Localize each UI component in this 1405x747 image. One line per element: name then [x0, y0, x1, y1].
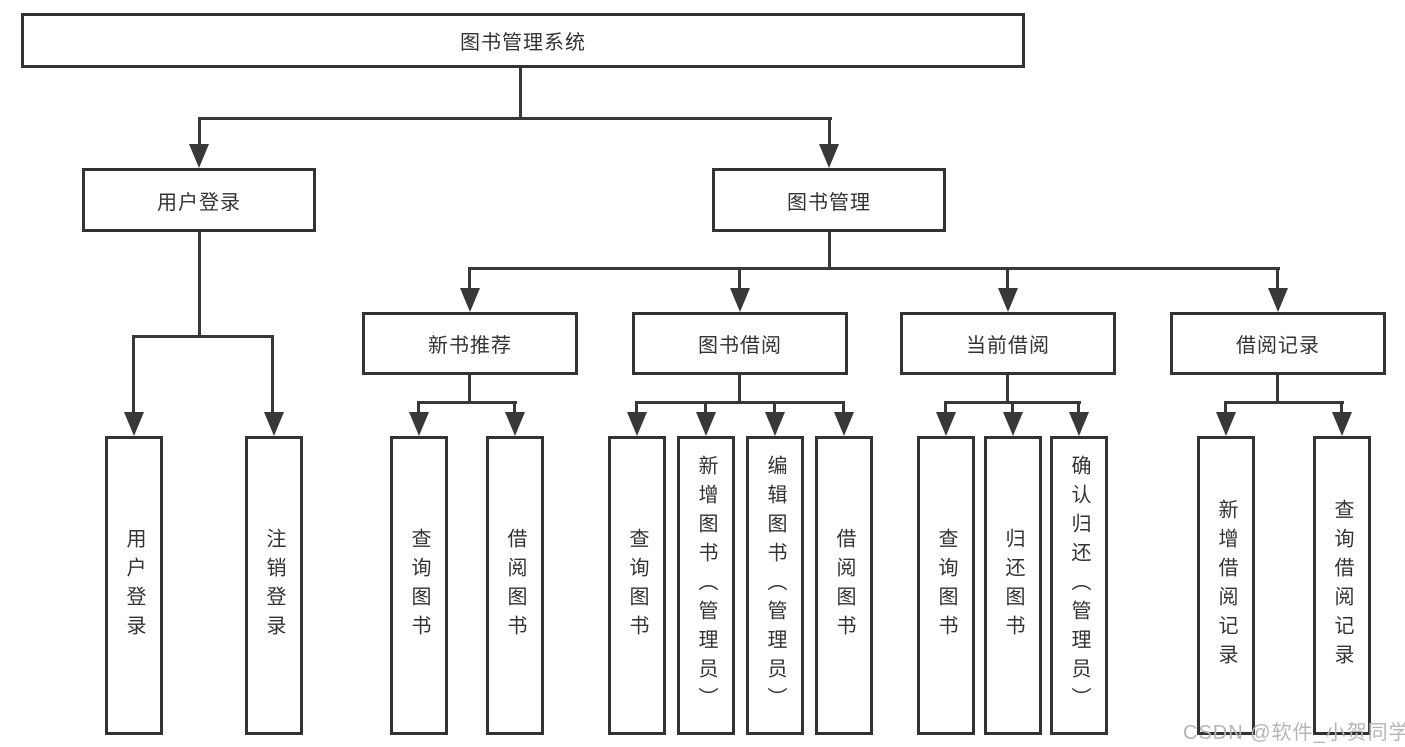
connector-borrowing-trunk	[738, 375, 741, 404]
connector-borrowing-stub-2	[704, 401, 707, 414]
connector-current-stub-2	[1011, 401, 1014, 414]
connector-records-bar	[1224, 401, 1344, 404]
connector-bookmgmt-stub-4	[1276, 267, 1279, 290]
arrowhead-current-borrowing	[998, 288, 1018, 312]
leaf-add-book-admin: 新增图书（管理员）	[677, 436, 735, 735]
connector-root-bar	[198, 117, 832, 120]
arrowhead-borrowing-borrow	[834, 412, 854, 436]
arrowhead-new-book-recommend	[460, 288, 480, 312]
connector-recommend-trunk	[468, 375, 471, 404]
arrowhead-leaf-user-login	[124, 412, 144, 436]
arrowhead-user-login	[189, 144, 209, 168]
connector-records-trunk	[1276, 375, 1279, 404]
node-user-login: 用户登录	[82, 168, 316, 232]
connector-current-stub-3	[1077, 401, 1080, 414]
connector-userlogin-trunk	[198, 232, 201, 337]
arrowhead-recommend-borrow	[505, 412, 525, 436]
node-current-borrowing: 当前借阅	[900, 312, 1116, 375]
arrowhead-leaf-logout	[264, 412, 284, 436]
connector-borrowing-stub-4	[842, 401, 845, 414]
connector-borrowing-stub-3	[773, 401, 776, 414]
arrowhead-current-return	[1003, 412, 1023, 436]
leaf-logout: 注销登录	[245, 436, 303, 735]
arrowhead-recommend-query	[409, 412, 429, 436]
node-root: 图书管理系统	[21, 13, 1025, 68]
connector-userlogin-stub-1	[132, 335, 135, 414]
node-book-borrowing: 图书借阅	[632, 312, 848, 375]
node-new-book-recommend: 新书推荐	[362, 312, 578, 375]
arrowhead-book-management	[819, 144, 839, 168]
leaf-edit-book-admin: 编辑图书（管理员）	[746, 436, 804, 735]
leaf-add-borrow-record: 新增借阅记录	[1197, 436, 1255, 735]
connector-recommend-stub-2	[513, 401, 516, 414]
connector-bookmgmt-bar	[468, 267, 1280, 270]
arrowhead-borrowing-add	[696, 412, 716, 436]
node-borrowing-records: 借阅记录	[1170, 312, 1386, 375]
watermark: CSDN @软件_小贺同学	[1183, 722, 1405, 744]
connector-recommend-bar	[417, 401, 517, 404]
leaf-borrow-books-recommend: 借阅图书	[486, 436, 544, 735]
connector-root-stub-right	[828, 117, 831, 146]
connector-borrowing-stub-1	[635, 401, 638, 414]
arrowhead-book-borrowing	[730, 288, 750, 312]
leaf-user-login: 用户登录	[105, 436, 163, 735]
connector-current-trunk	[1006, 375, 1009, 404]
leaf-query-books-borrowing: 查询图书	[608, 436, 666, 735]
leaf-return-book: 归还图书	[984, 436, 1042, 735]
connector-userlogin-bar	[132, 335, 274, 338]
arrowhead-borrowing-edit	[765, 412, 785, 436]
arrowhead-records-query	[1332, 412, 1352, 436]
connector-root-stub-left	[198, 117, 201, 146]
connector-bookmgmt-stub-3	[1006, 267, 1009, 290]
connector-userlogin-stub-2	[271, 335, 274, 414]
connector-bookmgmt-trunk	[828, 232, 831, 270]
leaf-borrow-books-borrowing: 借阅图书	[815, 436, 873, 735]
connector-bookmgmt-stub-2	[738, 267, 741, 290]
leaf-query-borrow-record: 查询借阅记录	[1313, 436, 1371, 735]
arrowhead-current-confirm	[1069, 412, 1089, 436]
connector-borrowing-bar	[635, 401, 845, 404]
connector-root-trunk	[519, 68, 522, 120]
arrowhead-borrowing-records	[1268, 288, 1288, 312]
connector-recommend-stub-1	[417, 401, 420, 414]
connector-records-stub-1	[1224, 401, 1227, 414]
connector-current-stub-1	[944, 401, 947, 414]
node-book-management: 图书管理	[712, 168, 946, 232]
arrowhead-borrowing-query	[627, 412, 647, 436]
connector-bookmgmt-stub-1	[468, 267, 471, 290]
arrowhead-records-add	[1216, 412, 1236, 436]
arrowhead-current-query	[936, 412, 956, 436]
leaf-query-books-recommend: 查询图书	[390, 436, 448, 735]
connector-records-stub-2	[1340, 401, 1343, 414]
leaf-confirm-return-admin: 确认归还（管理员）	[1050, 436, 1108, 735]
leaf-query-books-current: 查询图书	[917, 436, 975, 735]
